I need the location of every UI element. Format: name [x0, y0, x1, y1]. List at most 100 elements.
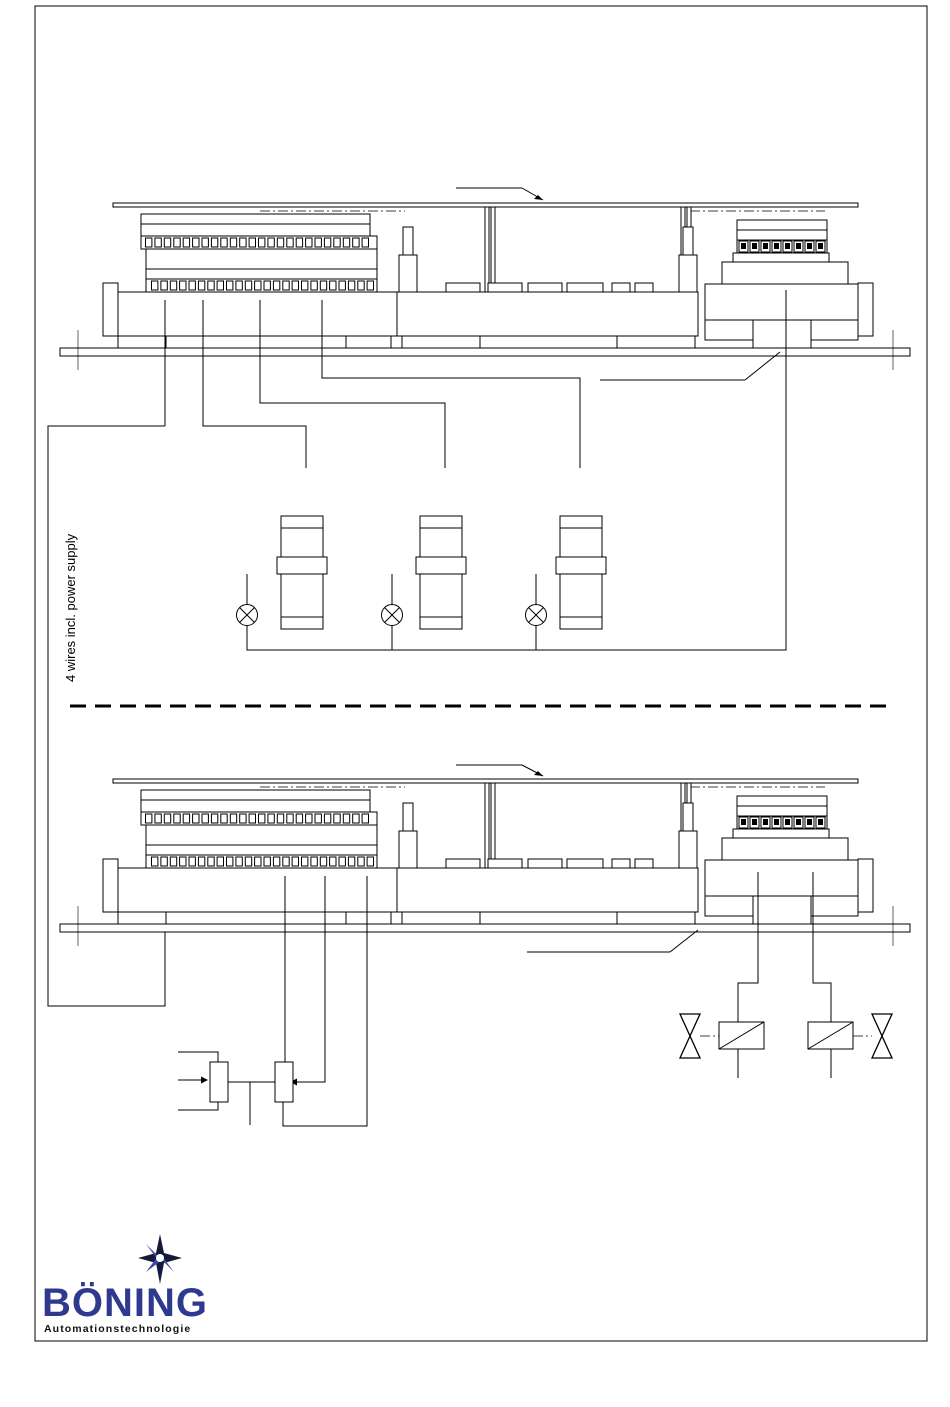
terminal-cell [268, 814, 274, 823]
terminal-cell [249, 814, 255, 823]
terminal-cell [180, 857, 186, 866]
connector-pin-slot [796, 819, 801, 825]
terminal-cell [259, 814, 265, 823]
terminal-cell [221, 814, 227, 823]
terminal-cell [277, 238, 283, 247]
connector-pin-slot [807, 819, 812, 825]
terminal-cell [170, 281, 176, 290]
valve-group [680, 1014, 892, 1078]
terminal-cell [217, 857, 223, 866]
terminal-cell [161, 857, 167, 866]
terminal-cell [174, 814, 180, 823]
sensor-1 [277, 516, 327, 629]
terminal-cell [339, 281, 345, 290]
terminal-cell [292, 281, 298, 290]
terminal-cell [358, 281, 364, 290]
terminal-cell [164, 238, 170, 247]
terminal-cell [164, 814, 170, 823]
terminal-cell [240, 238, 246, 247]
terminal-cell [367, 281, 373, 290]
terminal-cell [236, 857, 242, 866]
terminal-cell [217, 281, 223, 290]
lamp-2 [382, 574, 403, 650]
connector-pin-slot [774, 243, 779, 249]
terminal-cell [245, 857, 251, 866]
terminal-cell [211, 238, 217, 247]
terminal-cell [367, 857, 373, 866]
connector-pin-slot [785, 819, 790, 825]
terminal-cell [324, 814, 330, 823]
potentiometer-1 [178, 1052, 228, 1110]
terminal-cell [311, 281, 317, 290]
terminal-cell [236, 281, 242, 290]
terminal-cell [189, 281, 195, 290]
terminal-cell [330, 281, 336, 290]
terminal-cell [255, 281, 261, 290]
terminal-cell [193, 814, 199, 823]
lower-assembly [60, 765, 910, 952]
terminal-cell [198, 857, 204, 866]
terminal-cell [296, 238, 302, 247]
connector-pin-slot [763, 243, 768, 249]
terminal-cell [358, 857, 364, 866]
star-logo-icon [138, 1234, 182, 1284]
terminal-cell [324, 238, 330, 247]
connector-pin-slot [741, 819, 746, 825]
terminal-cell [193, 238, 199, 247]
terminal-cell [353, 814, 359, 823]
terminal-cell [202, 238, 208, 247]
terminal-cell [348, 857, 354, 866]
terminal-cell [320, 281, 326, 290]
terminal-cell [273, 857, 279, 866]
terminal-cell [227, 857, 233, 866]
terminal-cell [339, 857, 345, 866]
terminal-cell [155, 814, 161, 823]
terminal-cell [362, 238, 368, 247]
upper-assembly [60, 188, 910, 380]
terminal-cell [259, 238, 265, 247]
terminal-cell [268, 238, 274, 247]
terminal-cell [311, 857, 317, 866]
connector-pin-slot [785, 243, 790, 249]
terminal-cell [249, 238, 255, 247]
terminal-cell [230, 238, 236, 247]
potentiometer-2 [275, 1062, 293, 1102]
lamp-3 [526, 574, 547, 650]
terminal-cell [180, 281, 186, 290]
terminal-cell [302, 857, 308, 866]
connector-pin-slot [807, 243, 812, 249]
company-logo: BÖNING Automationstechnologie [42, 1234, 208, 1335]
connector-pin-slot [796, 243, 801, 249]
potentiometer-group [178, 1052, 293, 1125]
terminal-cell [161, 281, 167, 290]
terminal-cell [353, 238, 359, 247]
terminal-cell [306, 814, 312, 823]
terminal-cell [292, 857, 298, 866]
terminal-cell [183, 814, 189, 823]
connector-pin-slot [752, 243, 757, 249]
terminal-cell [287, 814, 293, 823]
connector-pin-slot [752, 819, 757, 825]
terminal-cell [208, 857, 214, 866]
logo-name: BÖNING [42, 1280, 208, 1325]
side-label: 4 wires incl. power supply [63, 533, 78, 682]
terminal-cell [198, 281, 204, 290]
terminal-cell [155, 238, 161, 247]
terminal-cell [146, 238, 152, 247]
terminal-cell [152, 857, 158, 866]
terminal-cell [296, 814, 302, 823]
connector-pin-slot [818, 243, 823, 249]
terminal-cell [202, 814, 208, 823]
terminal-cell [315, 238, 321, 247]
terminal-cell [362, 814, 368, 823]
terminal-cell [306, 238, 312, 247]
terminal-cell [146, 814, 152, 823]
terminal-cell [189, 857, 195, 866]
terminal-cell [264, 857, 270, 866]
connector-pin-slot [774, 819, 779, 825]
terminal-cell [174, 238, 180, 247]
terminal-cell [315, 814, 321, 823]
terminal-cell [302, 281, 308, 290]
terminal-cell [343, 814, 349, 823]
